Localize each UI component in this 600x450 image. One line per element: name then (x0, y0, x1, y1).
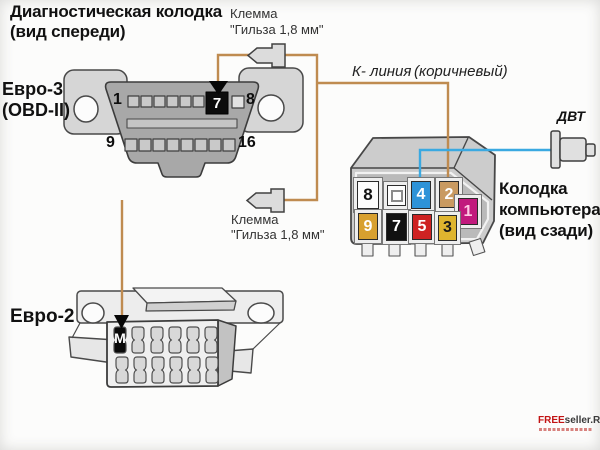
right-tab-hole (257, 94, 285, 122)
watermark-brand-rest: seller.RU (564, 415, 600, 426)
dvt-wire (418, 148, 552, 184)
ecu-pin-9: 9 (358, 213, 378, 240)
left-tab-hole (73, 95, 99, 123)
kline-label: К- линия (352, 63, 412, 80)
terminal-sleeve-bottom (246, 188, 285, 213)
obd-row1-end-label: 8 (246, 91, 255, 108)
terminal-top-label-line1: Клемма (230, 6, 278, 21)
euro2-right-hole (247, 302, 275, 324)
obd-row2-start-label: 9 (106, 134, 115, 151)
watermark-brand-red: FREE (538, 415, 565, 426)
ecu-label-line1: Колодка (499, 179, 568, 198)
kline-color-note: (коричневый) (414, 63, 508, 80)
ecu-label-line3: (вид сзади) (499, 221, 593, 240)
ecu-pin-4: 4 (411, 181, 431, 209)
dvt-sensor-drawing (550, 130, 596, 169)
obd-row2-end-label: 16 (238, 134, 256, 151)
watermark-tagline (539, 428, 593, 431)
euro2-pinM-digit: M (114, 330, 126, 346)
euro2-connector-drawing (68, 287, 284, 388)
terminal-top-label-line2: "Гильза 1,8 мм" (230, 22, 324, 37)
ecu-pin-3: 3 (438, 215, 457, 241)
terminal-bottom-label-line2: "Гильза 1,8 мм" (231, 227, 325, 242)
obd-connector-drawing (63, 67, 304, 178)
arrow-euro2-pinM (114, 315, 129, 329)
empty-pin-inner-square (390, 189, 403, 202)
ecu-pin-8: 8 (357, 181, 379, 209)
ecu-pin-7: 7 (386, 213, 407, 241)
obd-pin7-digit: 7 (212, 94, 222, 112)
ecu-pin-2: 2 (439, 181, 459, 208)
obd-row1-start-label: 1 (113, 91, 122, 108)
ecu-pin-1: 1 (458, 198, 478, 225)
ecu-pin-5: 5 (412, 214, 432, 240)
page-title-line1: Диагностическая колодка (10, 2, 223, 21)
terminal-bottom-label-line1: Клемма (231, 212, 279, 227)
euro2-left-hole (81, 302, 105, 324)
dvt-label: ДВТ (557, 108, 585, 124)
arrow-obd-pin7 (209, 81, 228, 95)
terminal-sleeve-top (247, 43, 286, 68)
ecu-pin-empty (387, 185, 406, 206)
euro2-name: Евро-2 (10, 306, 75, 327)
ecu-label-line2: компьютера (499, 200, 600, 219)
page-title-line2: (вид спереди) (10, 22, 126, 41)
obd-name-line2: (OBD-II) (2, 100, 70, 120)
obd-name-line1: Евро-3 (2, 79, 64, 99)
watermark: FREEseller.RU (538, 415, 600, 426)
